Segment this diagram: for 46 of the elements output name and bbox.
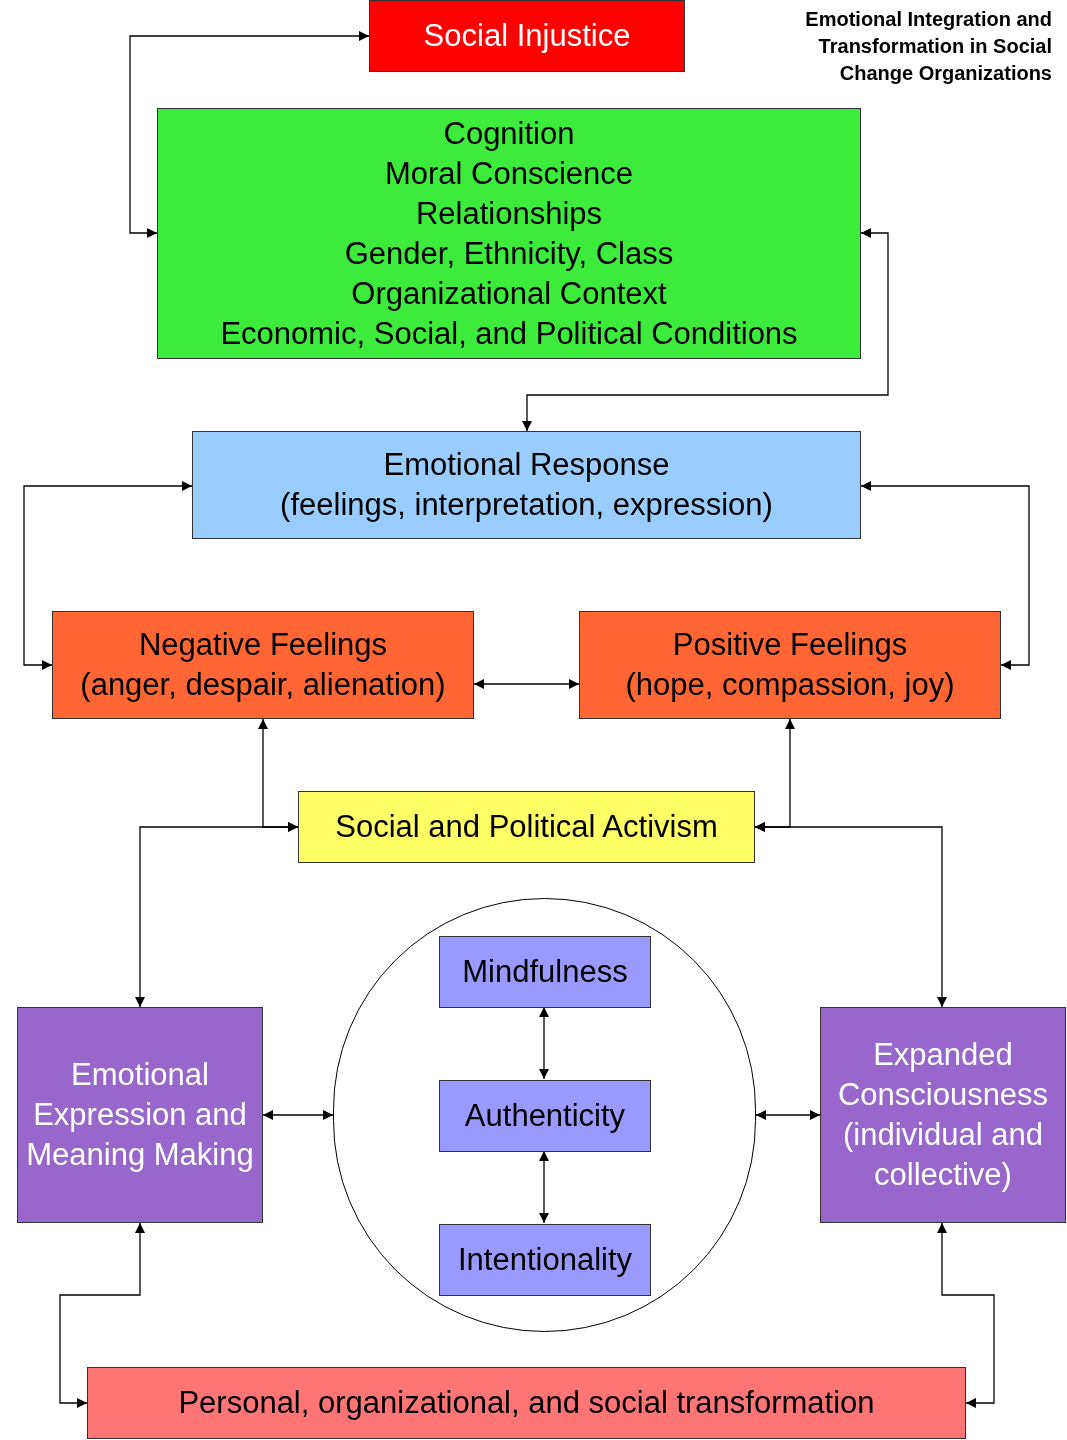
box-label: Positive Feelings	[671, 626, 909, 664]
box-label: Moral Conscience	[383, 154, 635, 193]
box-label: Personal, organizational, and social transformation	[177, 1384, 876, 1422]
process-box	[579, 611, 1001, 719]
box-label: Social and Political Activism	[334, 808, 719, 846]
process-box	[439, 936, 651, 1008]
connector-arrow	[522, 228, 889, 432]
process-box	[17, 1007, 263, 1223]
box-label: Cognition	[442, 114, 576, 153]
process-box	[439, 1224, 651, 1296]
process-box	[820, 1007, 1066, 1223]
connector-arrow	[262, 1110, 334, 1120]
process-box	[439, 1080, 651, 1152]
diagram-title: Emotional Integration and Transformation in Social Change Organizations	[804, 7, 1052, 86]
connector-arrow	[135, 822, 299, 1008]
connector-arrow	[755, 1110, 821, 1120]
box-label: Expanded Consciousness (individual and collective)	[836, 1036, 1050, 1194]
connector-arrow	[473, 679, 580, 689]
connector-arrow	[59, 1222, 145, 1408]
process-box	[298, 791, 755, 863]
box-label: Relationships	[414, 194, 604, 233]
process-box	[369, 0, 685, 72]
box-label: Intentionality	[456, 1241, 634, 1279]
connector-arrow	[539, 1150, 549, 1224]
process-box	[87, 1367, 966, 1439]
process-box	[192, 431, 861, 539]
box-label: (feelings, interpretation, expression)	[279, 486, 774, 524]
box-label: Authenticity	[463, 1097, 627, 1135]
box-label: (anger, despair, alienation)	[79, 666, 447, 704]
connector-arrow	[23, 481, 193, 670]
connector-arrow	[937, 1222, 995, 1408]
process-box	[157, 108, 861, 359]
box-label: Gender, Ethnicity, Class	[343, 234, 675, 273]
box-label: Emotional Response	[382, 446, 671, 484]
box-label: Economic, Social, and Political Conditions	[219, 314, 799, 353]
process-box	[52, 611, 474, 719]
connector-arrow	[860, 481, 1030, 670]
box-label: Organizational Context	[350, 274, 668, 313]
connector-arrow	[754, 822, 947, 1008]
connector-arrow	[129, 31, 370, 238]
box-label: Social Injustice	[422, 17, 632, 55]
box-label: (hope, compassion, joy)	[624, 666, 956, 704]
box-label: Negative Feelings	[137, 626, 389, 664]
connector-arrow	[539, 1006, 549, 1080]
box-label: Emotional Expression and Meaning Making	[25, 1056, 255, 1174]
box-label: Mindfulness	[461, 953, 629, 991]
